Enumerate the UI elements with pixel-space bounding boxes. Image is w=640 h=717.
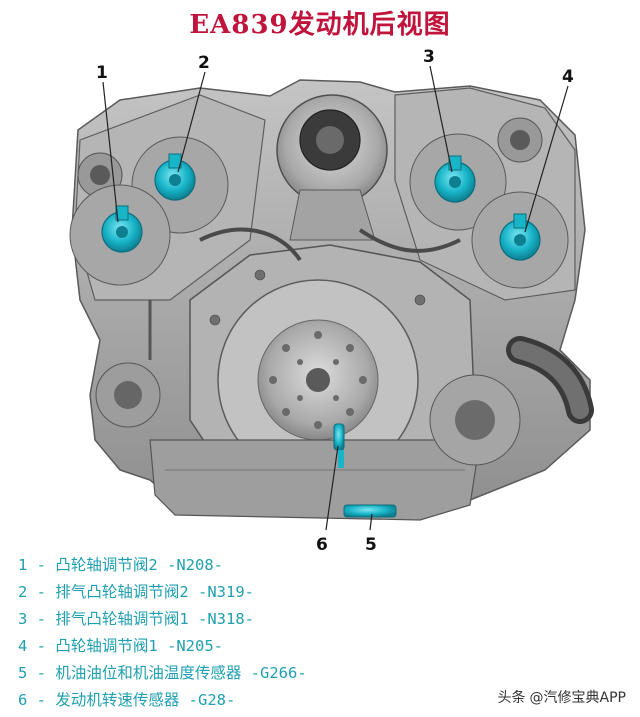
callout-3: 3 — [423, 47, 435, 67]
watermark-handle: @汽修宝典APP — [529, 690, 626, 706]
valve-highlight-4 — [499, 213, 541, 261]
callout-5: 5 — [365, 535, 377, 555]
legend-item: 3 - 排气凸轮轴调节阀1 -N318- — [18, 610, 254, 628]
sensor-highlight-6 — [333, 423, 345, 468]
callout-2: 2 — [198, 53, 210, 73]
oil-pan — [149, 439, 481, 521]
valve-highlight-2 — [154, 153, 196, 201]
legend-item: 4 - 凸轮轴调节阀1 -N205- — [18, 637, 223, 655]
valve-highlight-3 — [434, 155, 476, 203]
legend-item: 5 - 机油油位和机油温度传感器 -G266- — [18, 664, 307, 682]
diagram-title: EA839发动机后视图 — [189, 10, 451, 40]
leader-line-6 — [325, 445, 339, 531]
leader-line-5 — [369, 513, 373, 531]
legend-item: 1 - 凸轮轴调节阀2 -N208- — [18, 556, 223, 574]
parts-legend: 1 - 凸轮轴调节阀2 -N208- 2 - 排气凸轮轴调节阀2 -N319- … — [18, 552, 307, 714]
callout-6: 6 — [316, 535, 328, 555]
watermark-prefix: 头条 — [497, 690, 526, 706]
leader-line-1 — [102, 81, 119, 223]
sensor-highlight-5 — [343, 504, 397, 518]
leader-line-2 — [177, 71, 206, 173]
legend-item: 6 - 发动机转速传感器 -G28- — [18, 691, 236, 709]
callout-1: 1 — [96, 63, 108, 83]
callout-4: 4 — [562, 67, 574, 87]
legend-item: 2 - 排气凸轮轴调节阀2 -N319- — [18, 583, 254, 601]
valve-highlight-1 — [101, 205, 143, 253]
leader-line-4 — [524, 85, 569, 233]
watermark: 头条@汽修宝典APP — [498, 687, 626, 707]
leader-line-3 — [429, 65, 453, 173]
